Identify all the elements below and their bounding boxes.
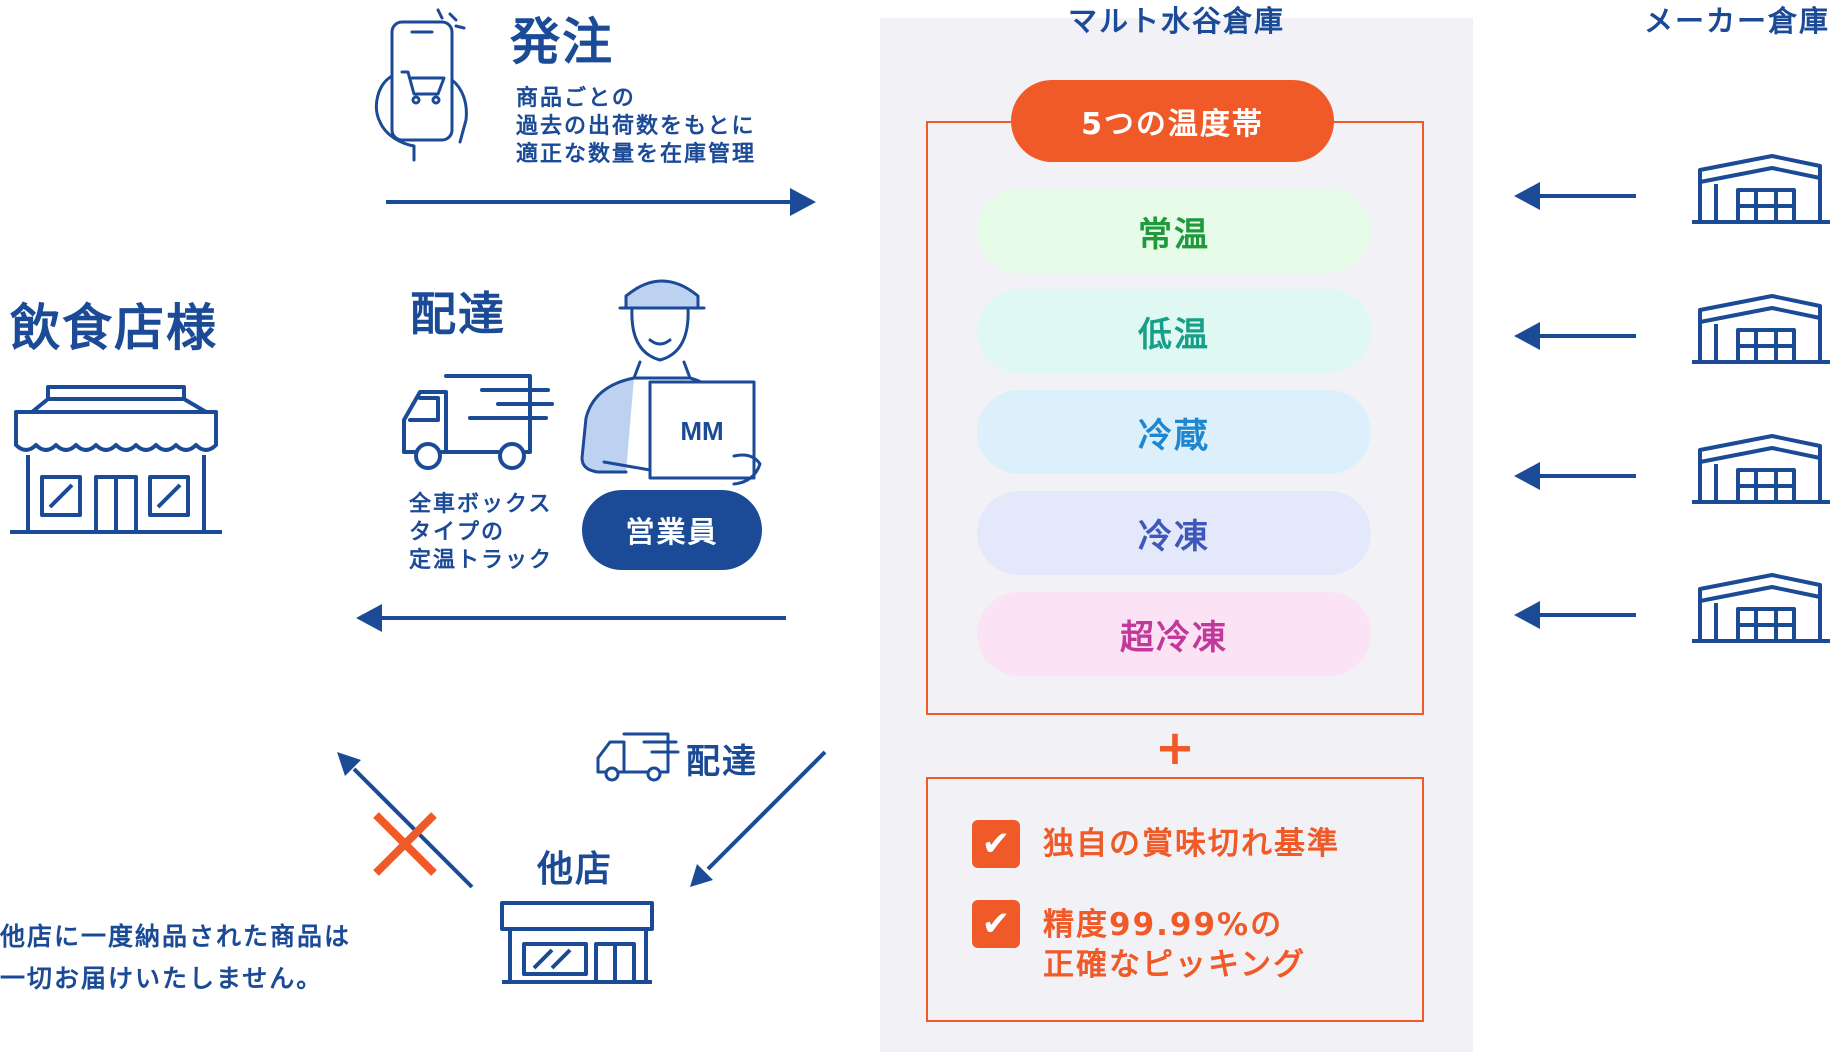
band-label: 低温 [1138,314,1210,355]
blocked-arrow [337,752,474,889]
order-note-2: 過去の出荷数をもとに [516,114,756,139]
truck-note-3: 定温トラック [409,548,554,573]
delivery-arrow [356,604,786,632]
truck-note-1: 全車ボックス [409,492,553,517]
band-ambient: 常温 [977,189,1371,273]
temperature-badge-label: 5つの温度帯 [1081,107,1264,142]
other-store-icon [500,901,654,984]
temperature-badge: 5つの温度帯 [1011,80,1334,162]
other-store-title: 他店 [537,849,614,890]
order-note-3: 適正な数量を在庫管理 [516,142,757,167]
order-arrow [386,188,816,216]
band-frozen: 冷凍 [977,491,1371,575]
feature-picking-line1: 精度99.99%の [1043,907,1284,943]
delivery-title: 配達 [410,287,506,341]
delivery-person-icon [580,279,762,486]
band-ultra-frozen: 超冷凍 [977,592,1371,676]
smartphone-icon [375,8,468,162]
plus-sign: + [1154,720,1196,776]
small-truck-icon [596,732,680,782]
order-title: 発注 [510,13,614,71]
band-label: 冷蔵 [1138,415,1210,456]
band-label: 冷凍 [1138,516,1210,557]
maker-warehouse-title: メーカー倉庫 [1643,4,1830,38]
maker-warehouse-icon [1692,573,1830,643]
other-store-arrow [690,750,827,887]
cross-icon [373,812,437,876]
check-icon: ✔ [972,820,1020,868]
maker-arrows [1514,182,1636,629]
features-frame [926,777,1424,1022]
warehouse-title: マルト水谷倉庫 [1067,4,1285,38]
band-low: 低温 [977,289,1371,373]
other-note-2: 一切お届けいたしません。 [0,964,324,993]
band-label: 超冷凍 [1120,617,1228,658]
feature-expiry: 独自の賞味切れ基準 [1043,826,1340,862]
restaurant-title: 飲食店様 [10,299,218,357]
band-label: 常温 [1138,214,1210,255]
order-note-1: 商品ごとの [516,86,636,111]
truck-icon [402,374,554,470]
maker-warehouse-icon [1692,154,1830,224]
other-note-1: 他店に一度納品された商品は [0,922,352,951]
truck-note-2: タイプの [409,520,506,545]
check-icon: ✔ [972,900,1020,948]
delivery2-label: 配達 [686,742,758,782]
staff-badge: 営業員 [582,490,762,570]
maker-warehouse-icon [1692,434,1830,504]
feature-picking-line2: 正確なピッキング [1043,947,1307,983]
maker-warehouse-icon [1692,294,1830,364]
box-mark: MM [680,416,723,446]
restaurant-icon [10,385,222,534]
staff-label: 営業員 [625,515,719,549]
band-chilled: 冷蔵 [977,390,1371,474]
